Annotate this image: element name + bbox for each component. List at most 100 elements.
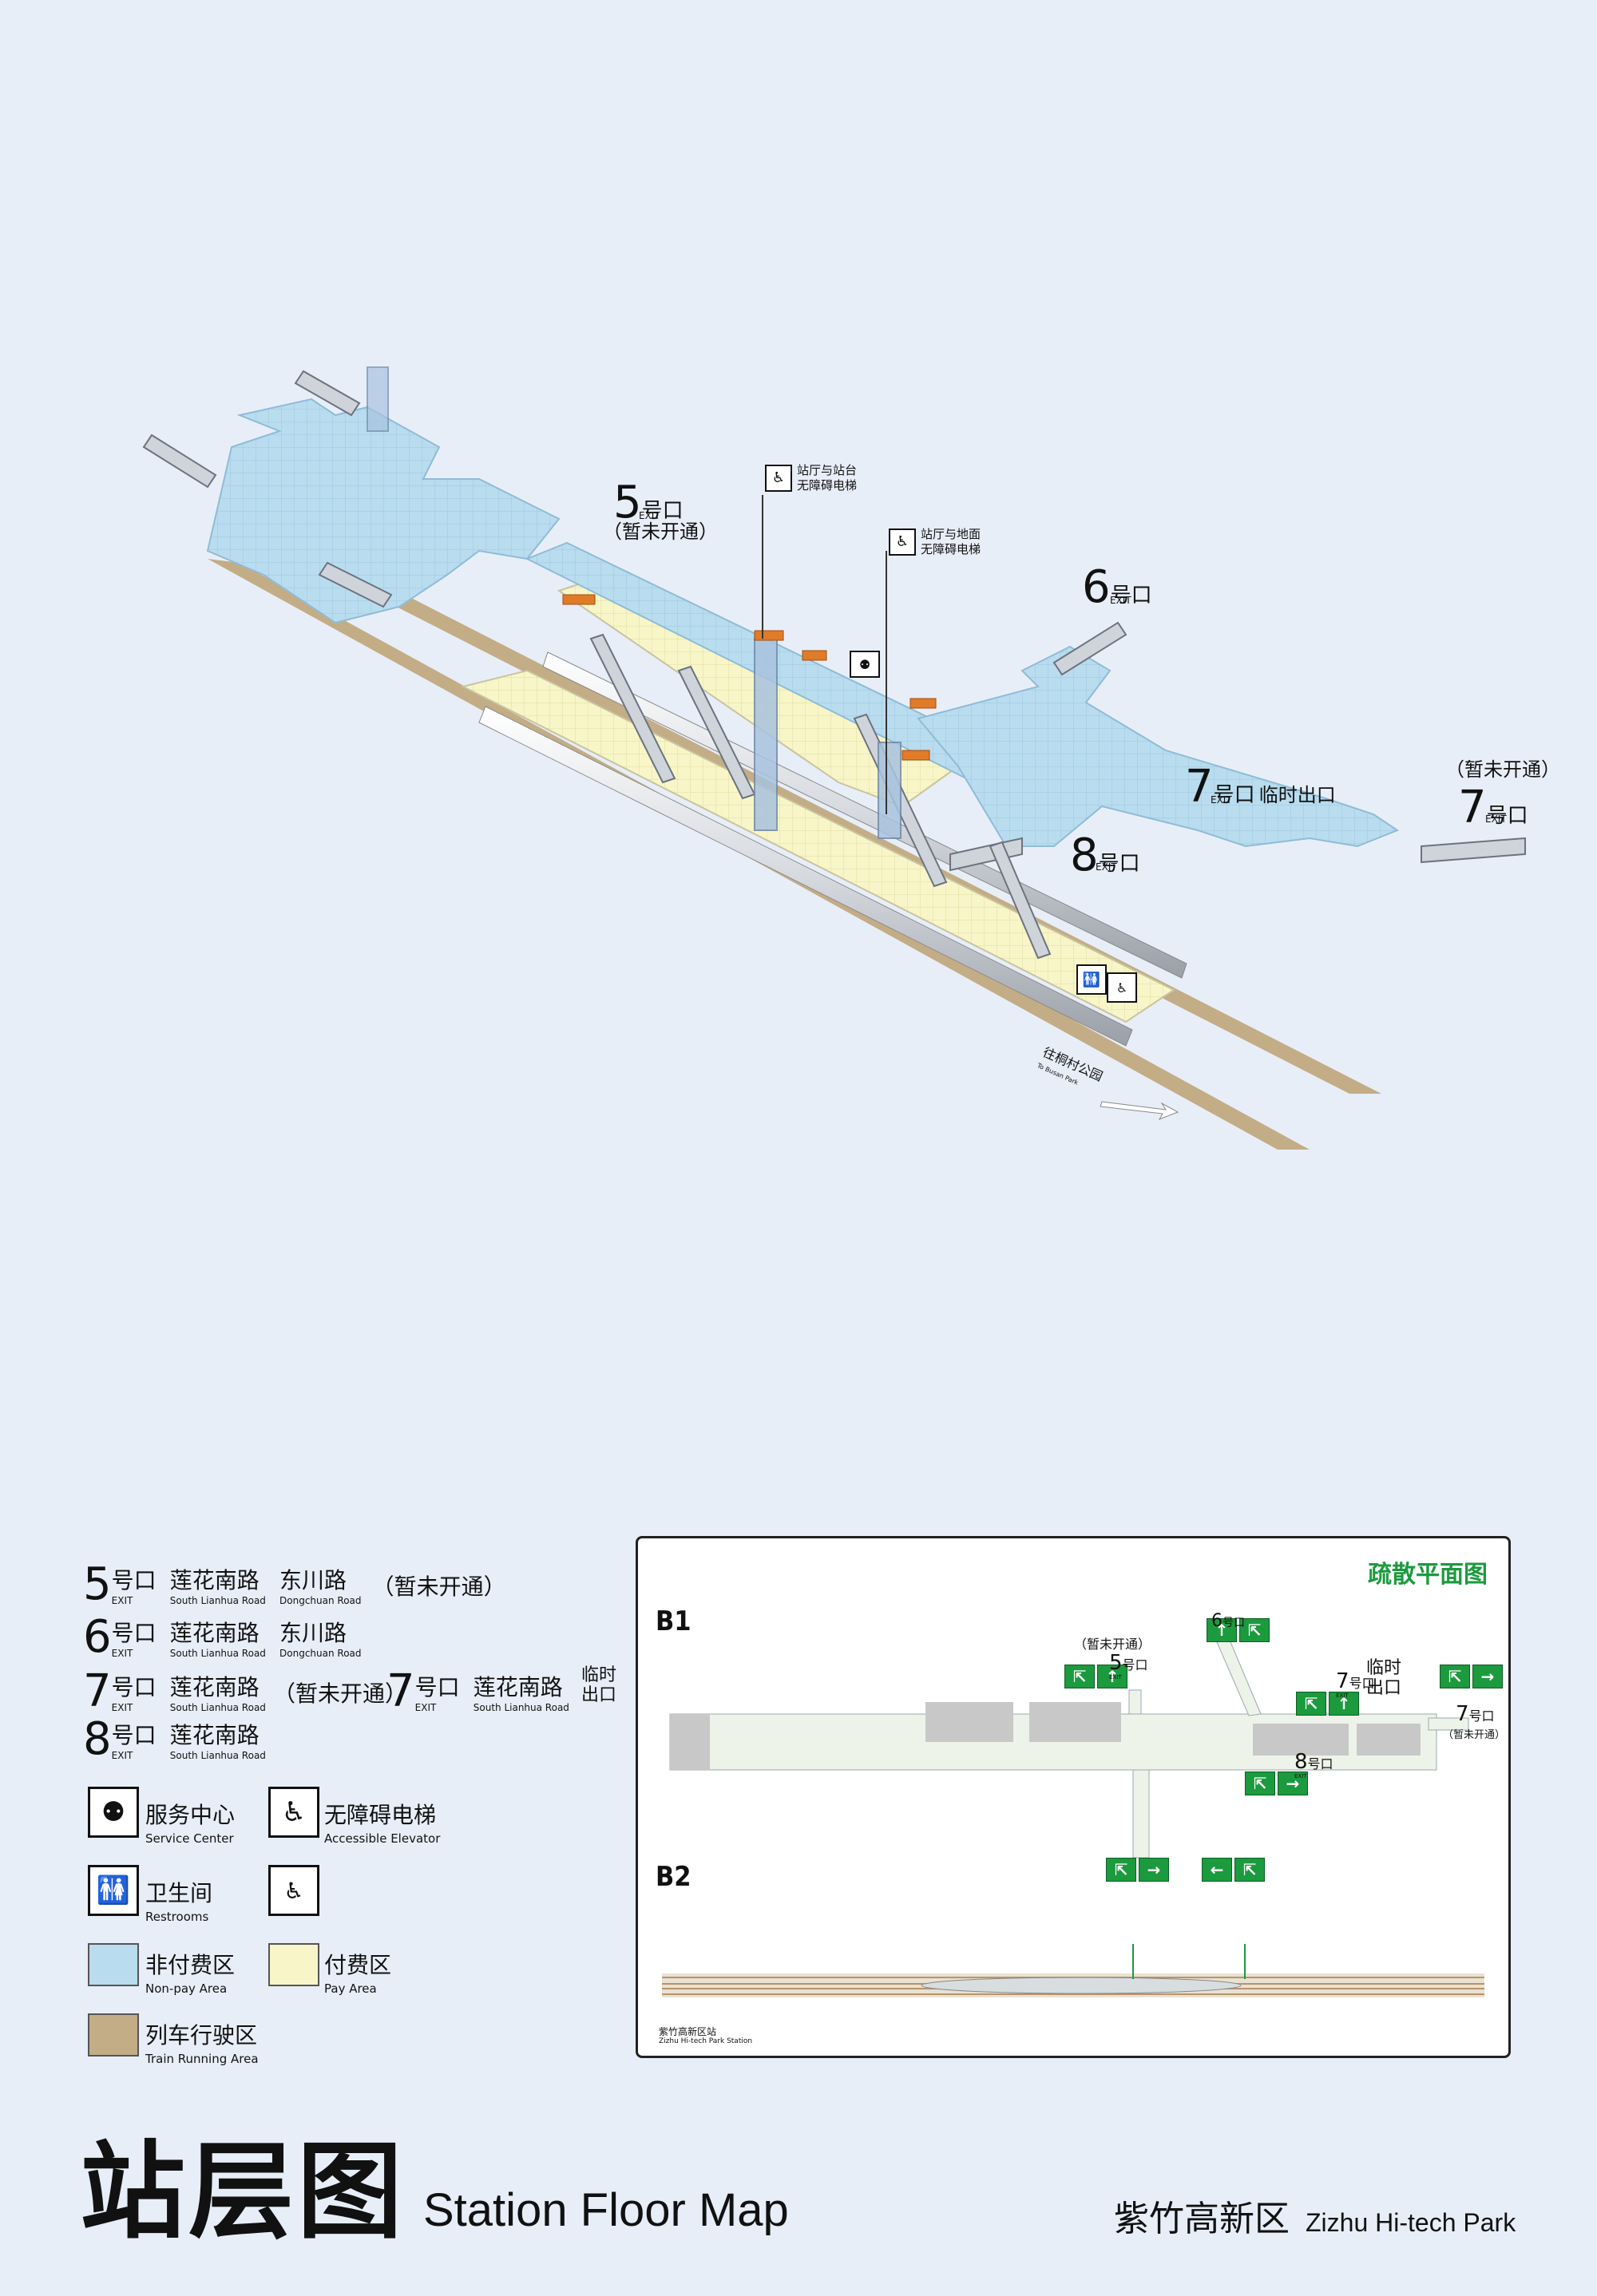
exit7a-hao: 号口 xyxy=(1213,783,1255,807)
evac-exit7a-note: 临时出口 xyxy=(1366,1658,1401,1699)
faregates xyxy=(562,594,937,761)
b1-lower-passage xyxy=(1132,1769,1150,1859)
accessible-elevator-icon: ♿ xyxy=(765,464,792,492)
legend-road1-cn: 莲花南路 xyxy=(169,1722,260,1748)
legend-accessible-elevator-en: Accessible Elevator xyxy=(324,1831,441,1846)
evac-exit7a-num: 7 xyxy=(1336,1669,1349,1693)
b1-block-right2 xyxy=(1357,1724,1421,1756)
elevator-shaft-2 xyxy=(878,742,902,839)
evac-exit6-num: 6 xyxy=(1211,1611,1223,1631)
evac-exit8-hao: 号口 xyxy=(1307,1756,1333,1771)
evac-exit7b-num: 7 xyxy=(1456,1702,1469,1726)
evac-exit8-num: 8 xyxy=(1294,1750,1308,1774)
evac-exit7a-hao: 号口 xyxy=(1349,1676,1375,1691)
legend-exit-num: 7 xyxy=(83,1665,112,1717)
legend-road1-cn: 莲花南路 xyxy=(473,1674,563,1700)
exit7a-en: EXIT xyxy=(1211,794,1232,806)
legend-road1-en: South Lianhua Road xyxy=(169,1750,266,1761)
running-man-icon: ⇱ xyxy=(1234,1858,1265,1882)
non-pay-swatch xyxy=(88,1943,139,1986)
elevator2-callout: ♿ 站厅与地面无障碍电梯 xyxy=(889,527,981,557)
b1-block-mid xyxy=(925,1702,1013,1742)
legend-exit-note-l2: 出口 xyxy=(581,1685,617,1706)
evac-exit5-note: （暂未开通） xyxy=(1074,1637,1151,1652)
evac-exit-en: EXIT xyxy=(1336,1692,1349,1699)
exit7b-note: （暂未开通） xyxy=(1445,758,1560,781)
exit8-hao: 号口 xyxy=(1098,852,1140,876)
b1-block-right1 xyxy=(1253,1724,1349,1756)
elevator-shaft-1 xyxy=(754,638,778,831)
exit5-en: EXIT xyxy=(639,510,660,521)
elevator1-line2: 无障碍电梯 xyxy=(797,477,858,493)
legend-road2-en: Dongchuan Road xyxy=(279,1648,362,1659)
evac-sign-b2-right: ⇱→ xyxy=(1106,1858,1169,1882)
legend-pay: 付费区 Pay Area xyxy=(324,1948,391,1996)
evac-sign-exit8: ⇱→ xyxy=(1245,1771,1308,1795)
exit8-num: 8 xyxy=(1070,829,1099,881)
evac-exit-en: EXIT xyxy=(1294,1772,1307,1779)
exit7a-note: 临时出口 xyxy=(1258,784,1336,806)
running-man-icon: ⇱ xyxy=(1239,1618,1270,1642)
legend-road1-en: South Lianhua Road xyxy=(473,1702,569,1713)
elevator1-callout: ♿ 站厅与站台无障碍电梯 xyxy=(765,463,857,493)
legend-exit-num: 7 xyxy=(386,1665,415,1717)
elevator1-line1: 站厅与站台 xyxy=(797,463,858,477)
arrow-right-icon: → xyxy=(1139,1858,1169,1882)
legend-road1-cn: 莲花南路 xyxy=(169,1620,260,1646)
b1-exit6-passage xyxy=(1216,1637,1262,1716)
legend-restrooms-en: Restrooms xyxy=(145,1910,209,1924)
restroom-icon: 🚻 xyxy=(88,1865,139,1916)
legend-train-en: Train Running Area xyxy=(145,2052,259,2066)
exit7b-label: 7号口 xyxy=(1458,786,1528,830)
legend-exit-en: EXIT xyxy=(111,1595,133,1606)
legend-restrooms: 卫生间 Restrooms xyxy=(145,1876,212,1924)
direction-arrow xyxy=(1100,1101,1179,1120)
evac-sign-exit5: ⇱↑ xyxy=(1064,1665,1127,1688)
legend-exit-hao: 号口 xyxy=(111,1620,157,1646)
page-title-en: Station Floor Map xyxy=(423,2184,789,2236)
exit6-label: 6号口 xyxy=(1082,565,1152,610)
b1-block-left xyxy=(670,1714,710,1770)
evacuation-footer: 紫竹高新区站 Zizhu Hi-tech Park Station xyxy=(659,2026,752,2046)
legend-pay-en: Pay Area xyxy=(324,1981,377,1996)
page-title-cn: 站层图 xyxy=(80,2130,406,2254)
family-restroom-icon: ♿ xyxy=(1107,972,1137,1003)
exit6-en: EXIT xyxy=(1110,595,1131,606)
evac-exit7a-note1: 临时 xyxy=(1366,1658,1402,1678)
exit7a-label: 7号口 临时出口 xyxy=(1185,765,1336,810)
legend-exit-num: 8 xyxy=(83,1713,112,1765)
platform-pay-area xyxy=(461,669,1175,1023)
legend-exit-en: EXIT xyxy=(414,1702,437,1713)
arrow-up-icon: ↑ xyxy=(1207,1618,1237,1642)
evacuation-title: 疏散平面图 xyxy=(1368,1561,1488,1589)
station-name-en: Zizhu Hi-tech Park xyxy=(1306,2208,1516,2237)
elevator-shaft-top xyxy=(367,366,389,432)
accessible-elevator-icon: ♿ xyxy=(889,528,916,556)
legend-non-pay-en: Non-pay Area xyxy=(145,1981,228,1996)
evac-station-en: Zizhu Hi-tech Park Station xyxy=(659,2037,753,2046)
legend-accessible-elevator-cn: 无障碍电梯 xyxy=(324,1802,437,1828)
station-3d-diagram xyxy=(142,366,1526,1150)
evac-sign-exit6: ↑⇱ xyxy=(1207,1618,1270,1642)
legend-exit-note: （暂未开通） xyxy=(273,1680,408,1707)
legend-exit-hao: 号口 xyxy=(111,1722,157,1748)
exit5-note: （暂未开通） xyxy=(603,521,718,543)
running-man-icon: ⇱ xyxy=(1245,1771,1275,1795)
evac-exit5-hao: 号口 xyxy=(1122,1657,1148,1673)
running-man-icon: ⇱ xyxy=(1296,1692,1326,1716)
evac-exit6-label: 6号口 xyxy=(1211,1611,1245,1631)
exit5-num: 5 xyxy=(613,477,642,528)
legend-accessible-elevator: 无障碍电梯 Accessible Elevator xyxy=(324,1798,440,1846)
legend-pay-cn: 付费区 xyxy=(324,1952,392,1978)
legend-road1-cn: 莲花南路 xyxy=(169,1674,260,1700)
evac-sign-exit7b: ⇱→ xyxy=(1440,1665,1503,1688)
legend-road2-cn: 东川路 xyxy=(279,1620,347,1646)
platform-door-tube-left xyxy=(478,706,1133,1047)
evac-exit7a-note2: 出口 xyxy=(1366,1678,1402,1699)
